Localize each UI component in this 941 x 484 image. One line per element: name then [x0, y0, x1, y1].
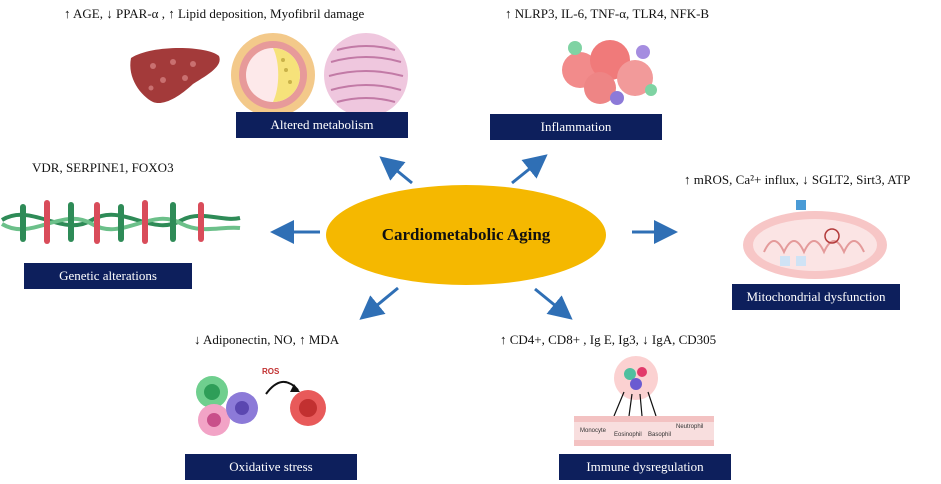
oxidative-note: ↓ Adiponectin, NO, ↑ MDA: [194, 332, 340, 347]
inflammation-cells-illustration: [562, 40, 657, 105]
myofibril-tissue-illustration: [324, 33, 408, 117]
oxidative-cells-illustration: ROS: [196, 367, 326, 436]
genetic-label: Genetic alterations: [59, 268, 157, 283]
liver-illustration: [130, 48, 220, 104]
ros-label: ROS: [262, 367, 280, 376]
immune-cell-label-0: Monocyte: [580, 428, 607, 434]
dna-chromosome-illustration: [0, 200, 241, 244]
arrow-to-immune: [534, 287, 573, 320]
oxidative-label: Oxidative stress: [229, 459, 313, 474]
metabolism-label: Altered metabolism: [270, 117, 374, 132]
arrow-to-inflammation: [511, 154, 548, 185]
inflammation-label-box: Inflammation: [490, 114, 662, 140]
central-concept-title: Cardiometabolic Aging: [381, 225, 551, 244]
immune-note: ↑ CD4+, CD8+ , Ig E, Ig3, ↓ IgA, CD305: [500, 332, 717, 347]
immune-cell-label-1: Eosinophil: [614, 432, 642, 438]
oxidative-label-box: Oxidative stress: [185, 454, 357, 480]
genetic-note: VDR, SERPINE1, FOXO3: [32, 160, 174, 175]
mitochondrial-label: Mitochondrial dysfunction: [746, 289, 886, 304]
arrow-to-oxidative: [359, 286, 399, 320]
mitochondrial-note: ↑ mROS, Ca²+ influx, ↓ SGLT2, Sirt3, ATP: [684, 172, 911, 187]
metabolism-label-box: Altered metabolism: [236, 112, 408, 138]
immune-label: Immune dysregulation: [586, 459, 704, 474]
arrow-to-metabolism: [379, 156, 413, 185]
immune-cell-label-3: Neutrophil: [676, 424, 703, 430]
central-concept-oval: Cardiometabolic Aging: [326, 185, 606, 285]
artery-cross-section-illustration: [231, 33, 315, 117]
inflammation-label: Inflammation: [540, 119, 612, 134]
mitochondrial-label-box: Mitochondrial dysfunction: [732, 284, 900, 310]
immune-cell-label-2: Basophil: [648, 432, 671, 438]
inflammation-note: ↑ NLRP3, IL-6, TNF-α, TLR4, NFK-B: [505, 6, 710, 21]
metabolism-note: ↑ AGE, ↓ PPAR-α , ↑ Lipid deposition, My…: [64, 6, 365, 21]
mitochondrion-illustration: [743, 200, 887, 279]
genetic-label-box: Genetic alterations: [24, 263, 192, 289]
immune-vessel-illustration: Monocyte Eosinophil Basophil Neutrophil: [574, 356, 714, 446]
immune-label-box: Immune dysregulation: [559, 454, 731, 480]
